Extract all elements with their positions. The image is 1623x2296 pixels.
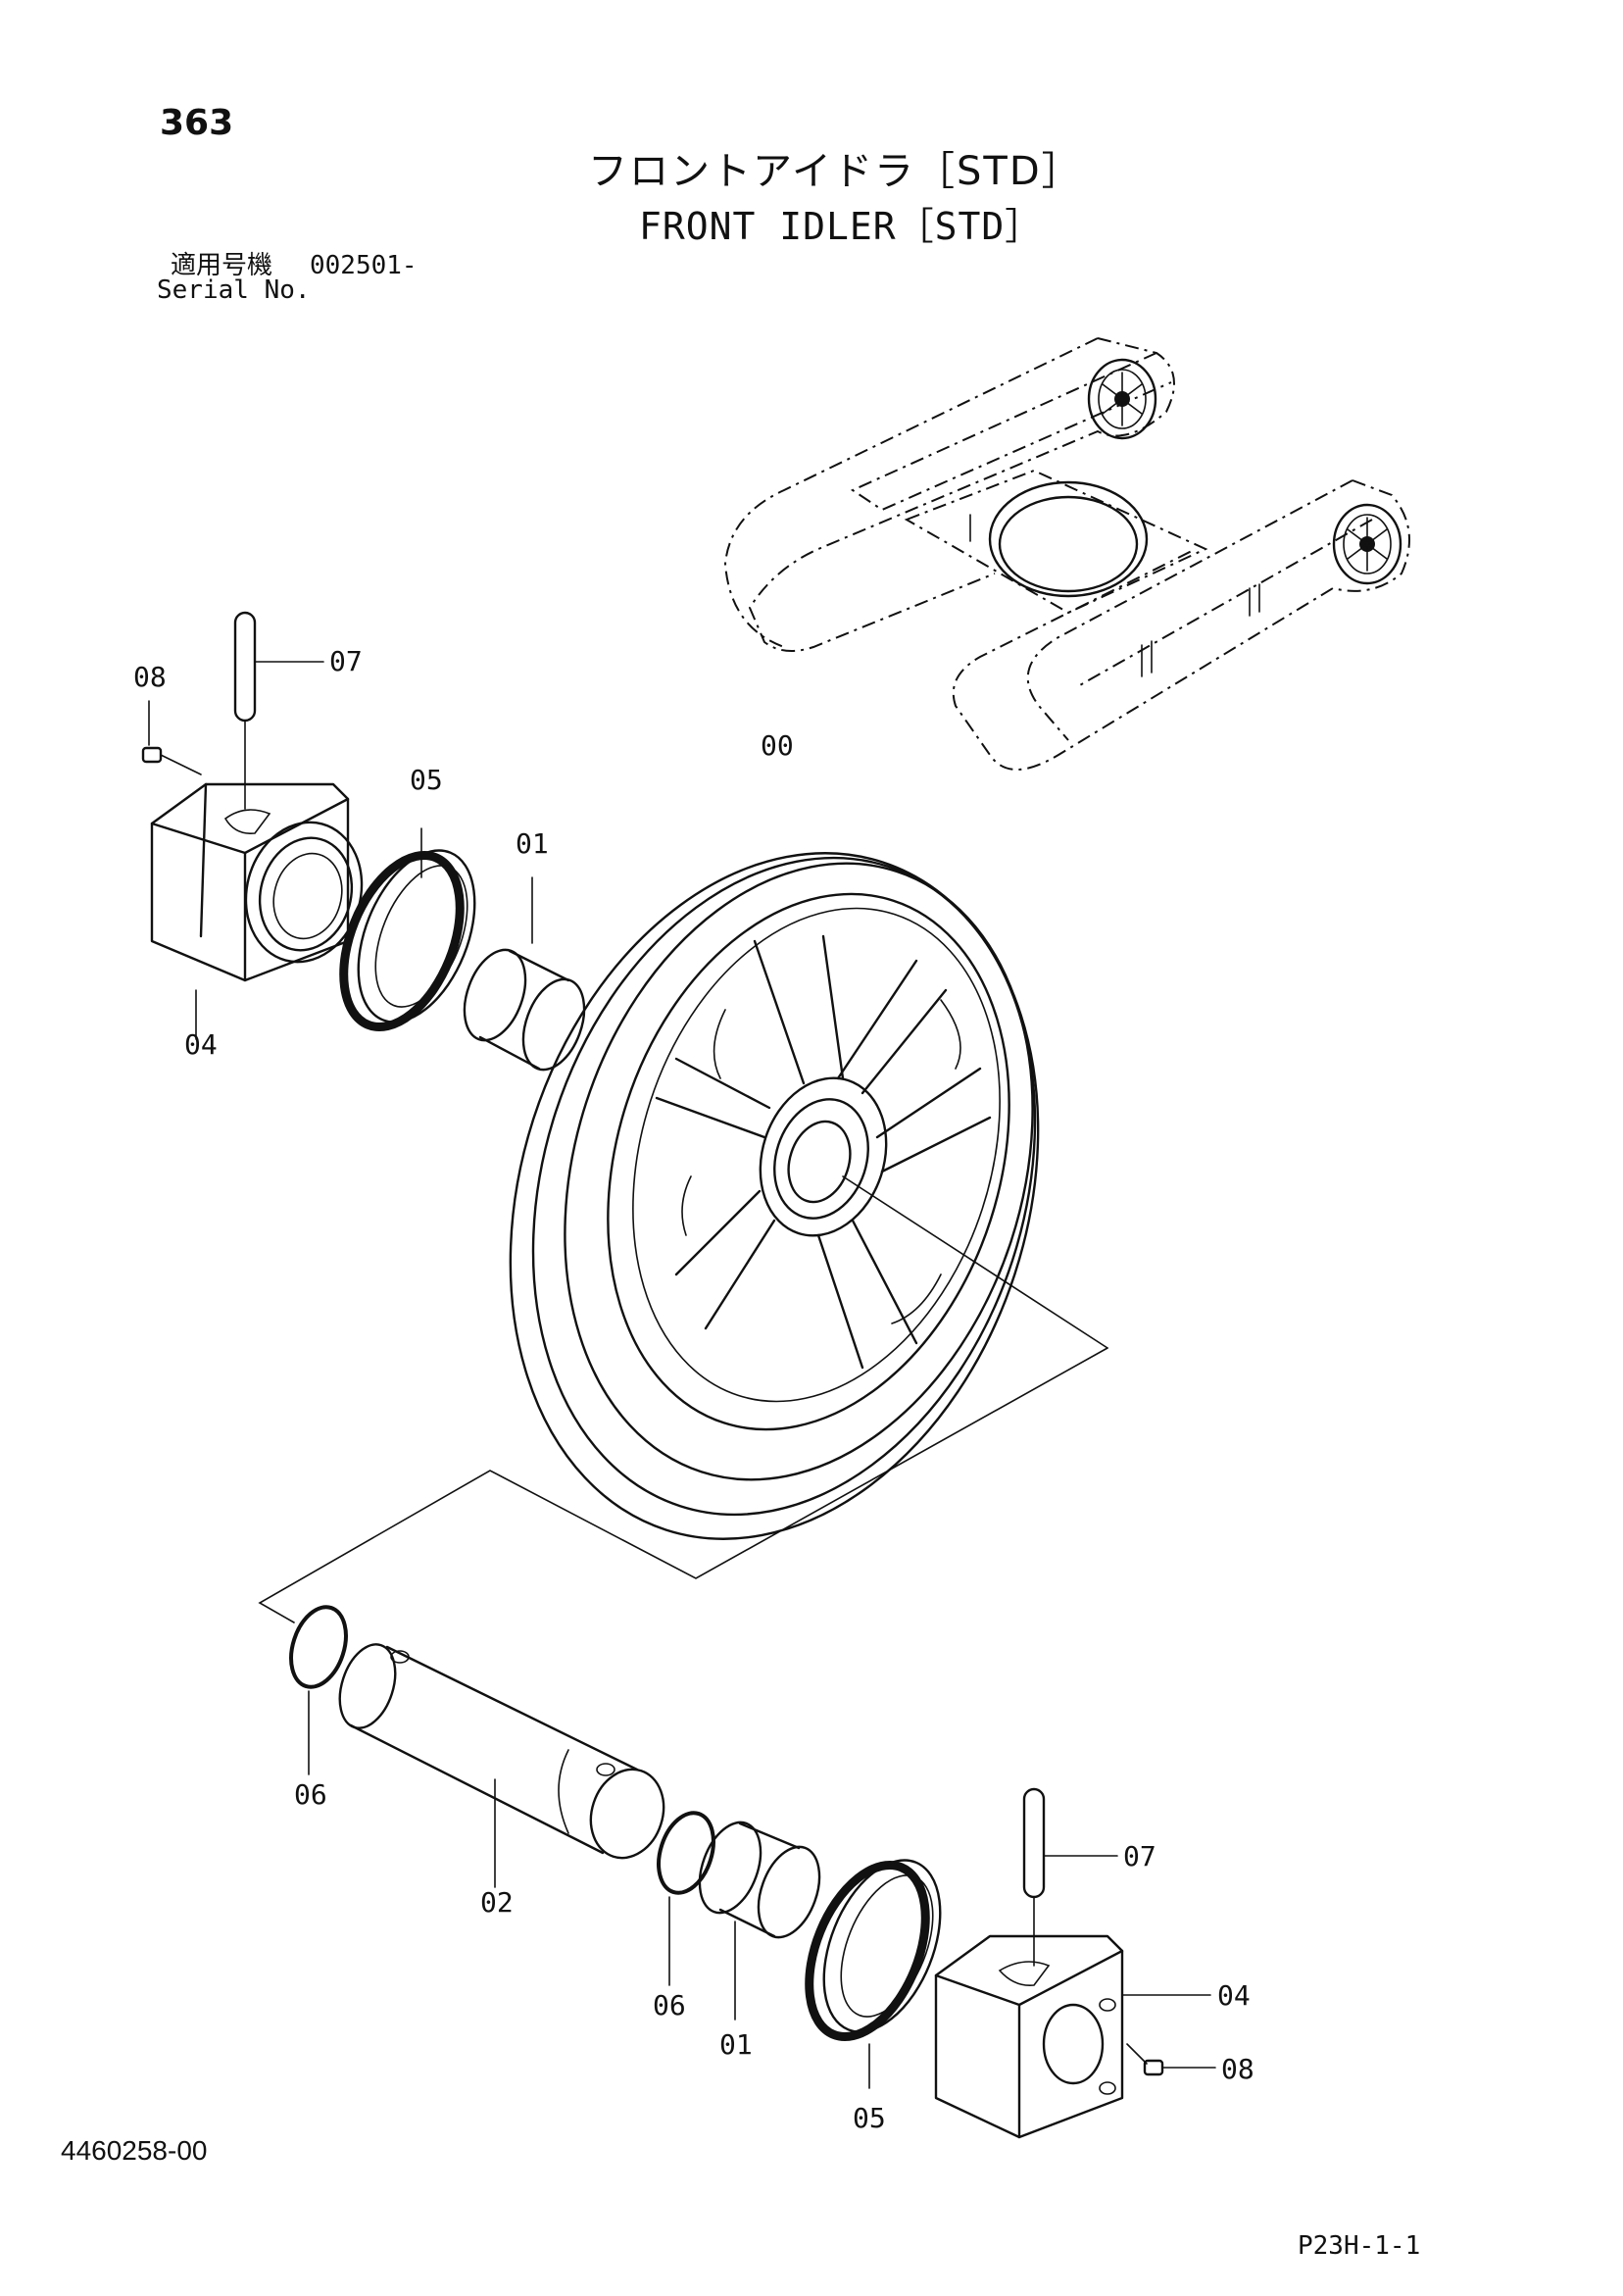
callout-07: 07 — [329, 645, 363, 677]
serial-number-value: 002501- — [310, 251, 418, 280]
callout-04: 04 — [184, 1028, 218, 1061]
plug-icon — [1126, 2043, 1216, 2076]
bracket-icon — [934, 1934, 1211, 2139]
bushing-icon — [463, 876, 586, 1072]
bushing-icon — [698, 1821, 821, 2021]
callout-05: 05 — [853, 2102, 886, 2134]
drawing-number: 4460258-00 — [61, 2135, 208, 2166]
callout-06: 06 — [653, 1989, 686, 2021]
o-ring-icon — [289, 1605, 348, 1775]
callout-07: 07 — [1123, 1840, 1156, 1872]
callout-04: 04 — [1217, 1979, 1251, 2012]
serial-label-japanese: 適用号機 — [171, 251, 273, 280]
callout-05: 05 — [410, 764, 443, 796]
callout-08: 08 — [133, 661, 167, 693]
callout-01: 01 — [719, 2028, 753, 2061]
title-japanese: フロントアイドラ［STD］ — [588, 149, 1083, 194]
callout-08: 08 — [1221, 2053, 1254, 2085]
track-frame-icon — [723, 337, 1410, 771]
page-reference: P23H-1-1 — [1298, 2231, 1421, 2261]
pin-icon — [1022, 1787, 1118, 1967]
shaft-icon — [338, 1643, 665, 1888]
callout-00: 00 — [761, 729, 794, 762]
pin-icon — [233, 611, 324, 810]
callout-02: 02 — [480, 1886, 514, 1919]
seal-ring-icon — [805, 1859, 942, 2089]
o-ring-icon — [657, 1811, 715, 1986]
serial-label-english: Serial No. — [157, 275, 311, 305]
page-number: 363 — [160, 103, 234, 143]
callout-01: 01 — [516, 827, 549, 860]
seal-ring-icon — [339, 827, 476, 1031]
idler-wheel-icon — [509, 852, 1108, 1540]
title-english: FRONT IDLER［STD］ — [639, 205, 1044, 248]
plug-icon — [141, 700, 202, 775]
callout-06: 06 — [294, 1778, 327, 1811]
